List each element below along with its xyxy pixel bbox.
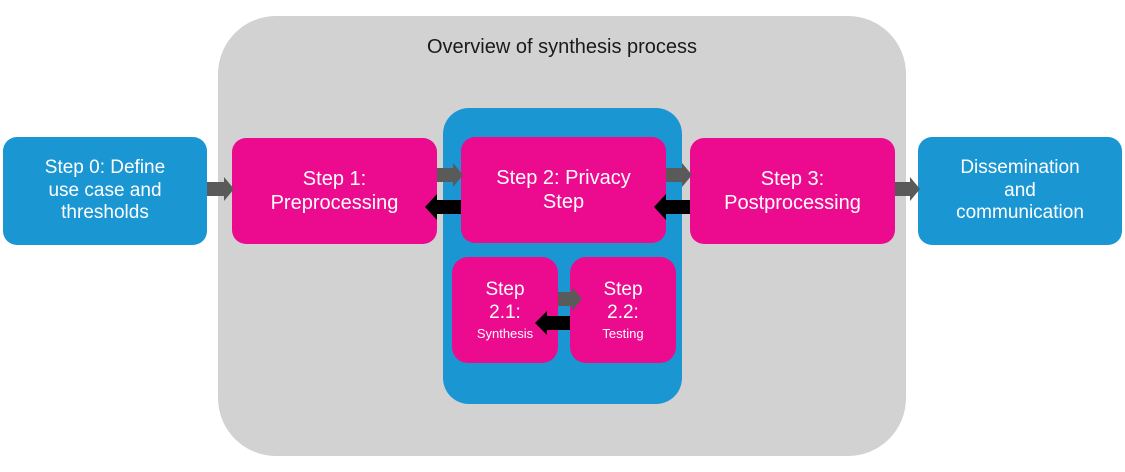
dissemination-label-line-3: communication — [956, 202, 1084, 224]
step-3-label-line-2: Postprocessing — [724, 192, 861, 214]
dissemination-label-line-2: and — [1004, 179, 1036, 201]
step-2-2-label-line-2: 2.2: — [607, 301, 639, 323]
step-2-1-label-line-3: Synthesis — [476, 326, 534, 342]
dissemination-box: Dissemination and communication — [918, 137, 1122, 245]
step-0-label-line-1: Step 0: Define — [44, 156, 166, 178]
step-2-1-synthesis-box: Step 2.1: Synthesis — [452, 257, 558, 363]
step-1-label-line-2: Preprocessing — [270, 192, 399, 214]
step-3-postprocessing-box: Step 3: Postprocessing — [690, 138, 895, 244]
step-0-label-line-3: thresholds — [61, 202, 149, 224]
overview-title: Overview of synthesis process — [426, 36, 698, 58]
step-2-privacy-box: Step 2: Privacy Step — [461, 137, 666, 243]
step-2-label-line-2: Step — [542, 191, 585, 213]
dissemination-label-line-1: Dissemination — [960, 156, 1080, 178]
step-2-2-testing-box: Step 2.2: Testing — [570, 257, 676, 363]
step-0-define-box: Step 0: Define use case and thresholds — [3, 137, 207, 245]
step-0-label-line-2: use case and — [48, 179, 162, 201]
step-2-label-line-1: Step 2: Privacy — [496, 167, 631, 189]
step-3-label-line-1: Step 3: — [760, 168, 825, 190]
step-1-preprocessing-box: Step 1: Preprocessing — [232, 138, 437, 244]
step-1-label-line-1: Step 1: — [302, 168, 367, 190]
step-2-1-label-line-1: Step — [485, 278, 525, 300]
step-2-1-label-line-2: 2.1: — [489, 301, 521, 323]
step-2-2-label-line-1: Step — [603, 278, 643, 300]
step-2-2-label-line-3: Testing — [602, 326, 644, 342]
